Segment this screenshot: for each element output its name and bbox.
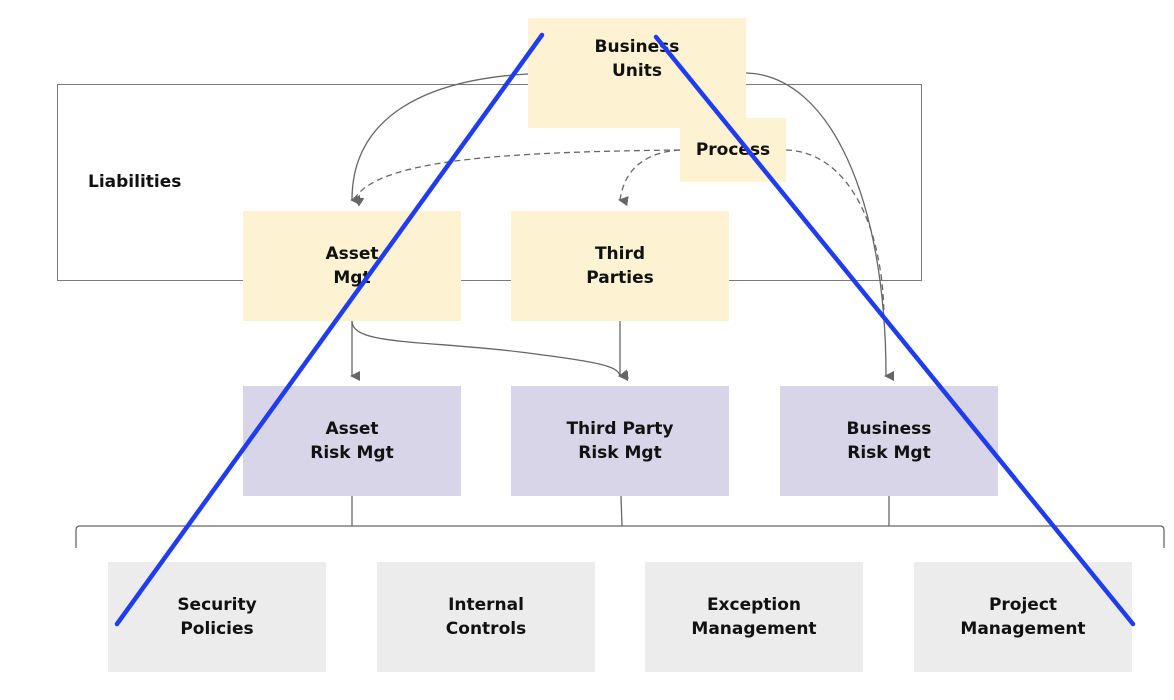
node-label-line: Business	[846, 419, 932, 439]
node-label-line: Policies	[180, 619, 254, 639]
node-label-line: Risk Mgt	[847, 443, 931, 463]
node-label-line: Controls	[445, 619, 527, 639]
node-asset-risk-mgt[interactable]: Asset Risk Mgt	[243, 386, 461, 496]
edge-process-to-asset-mgt	[353, 149, 681, 207]
node-label-line: Risk Mgt	[310, 443, 394, 463]
node-business-units[interactable]: Business Units	[528, 18, 746, 128]
node-label-line: Third Party	[566, 419, 674, 439]
node-label-line: Project	[988, 595, 1058, 615]
node-process[interactable]: Process	[680, 118, 786, 182]
node-third-parties[interactable]: Third Parties	[511, 211, 729, 321]
node-label-line: Risk Mgt	[578, 443, 662, 463]
node-label-line: Management	[691, 619, 817, 639]
node-label-line: Asset	[325, 419, 379, 439]
edge-asset-mgt-to-third-party-risk	[351, 320, 629, 380]
node-internal-controls[interactable]: Internal Controls	[377, 562, 595, 672]
node-label-line: Mgt	[333, 268, 371, 288]
node-third-party-risk-mgt[interactable]: Third Party Risk Mgt	[511, 386, 729, 496]
node-label-line: Management	[960, 619, 1086, 639]
edge-process-to-business-risk	[785, 149, 885, 321]
node-label-line: Exception	[706, 595, 802, 615]
node-label-line: Parties	[586, 268, 654, 288]
edge-process-to-third-parties	[618, 149, 681, 207]
node-business-risk-mgt[interactable]: Business Risk Mgt	[780, 386, 998, 496]
node-security-policies[interactable]: Security Policies	[108, 562, 326, 672]
node-asset-mgt[interactable]: Asset Mgt	[243, 211, 461, 321]
node-exception-management[interactable]: Exception Management	[645, 562, 863, 672]
node-label-line: Internal	[448, 595, 524, 615]
node-label-line: Business	[594, 37, 680, 57]
node-label-line: Process	[695, 140, 771, 160]
node-label-line: Security	[177, 595, 257, 615]
node-label-line: Third	[594, 244, 646, 264]
output-bracket	[75, 525, 1165, 548]
stem-third-party-risk	[620, 495, 623, 527]
node-label-line: Asset	[325, 244, 379, 264]
node-label-line: Units	[612, 61, 662, 81]
node-project-management[interactable]: Project Management	[914, 562, 1132, 672]
edge-business-units-to-asset-mgt	[350, 73, 529, 206]
